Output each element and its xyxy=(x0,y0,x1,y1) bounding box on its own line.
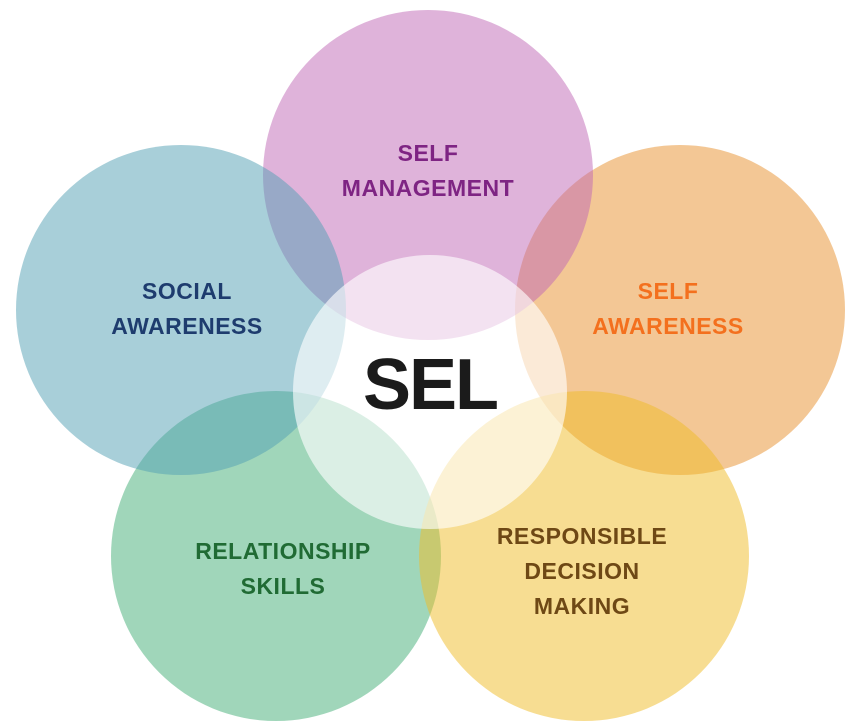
label-line: AWARENESS xyxy=(592,313,744,339)
social-awareness-circle xyxy=(16,145,346,475)
label-line: AWARENESS xyxy=(111,313,263,339)
self-awareness-label: SELF AWARENESS xyxy=(508,274,828,344)
label-line: MANAGEMENT xyxy=(341,175,515,201)
self-management-label: SELF MANAGEMENT xyxy=(268,136,588,206)
label-line: RESPONSIBLE xyxy=(496,523,668,549)
sel-center-label: SEL xyxy=(362,345,499,425)
label-line: SKILLS xyxy=(240,573,326,599)
label-line: MAKING xyxy=(533,593,631,619)
social-awareness-label: SOCIAL AWARENESS xyxy=(27,274,347,344)
label-line: SELF xyxy=(397,140,459,166)
label-line: DECISION xyxy=(524,558,640,584)
relationship-skills-label: RELATIONSHIP SKILLS xyxy=(123,534,443,604)
responsible-decision-making-label: RESPONSIBLE DECISION MAKING xyxy=(422,519,742,624)
label-line: RELATIONSHIP xyxy=(195,538,371,564)
center-white-overlay-circle xyxy=(293,255,567,529)
label-line: SOCIAL xyxy=(142,278,232,304)
label-line: SELF xyxy=(637,278,699,304)
